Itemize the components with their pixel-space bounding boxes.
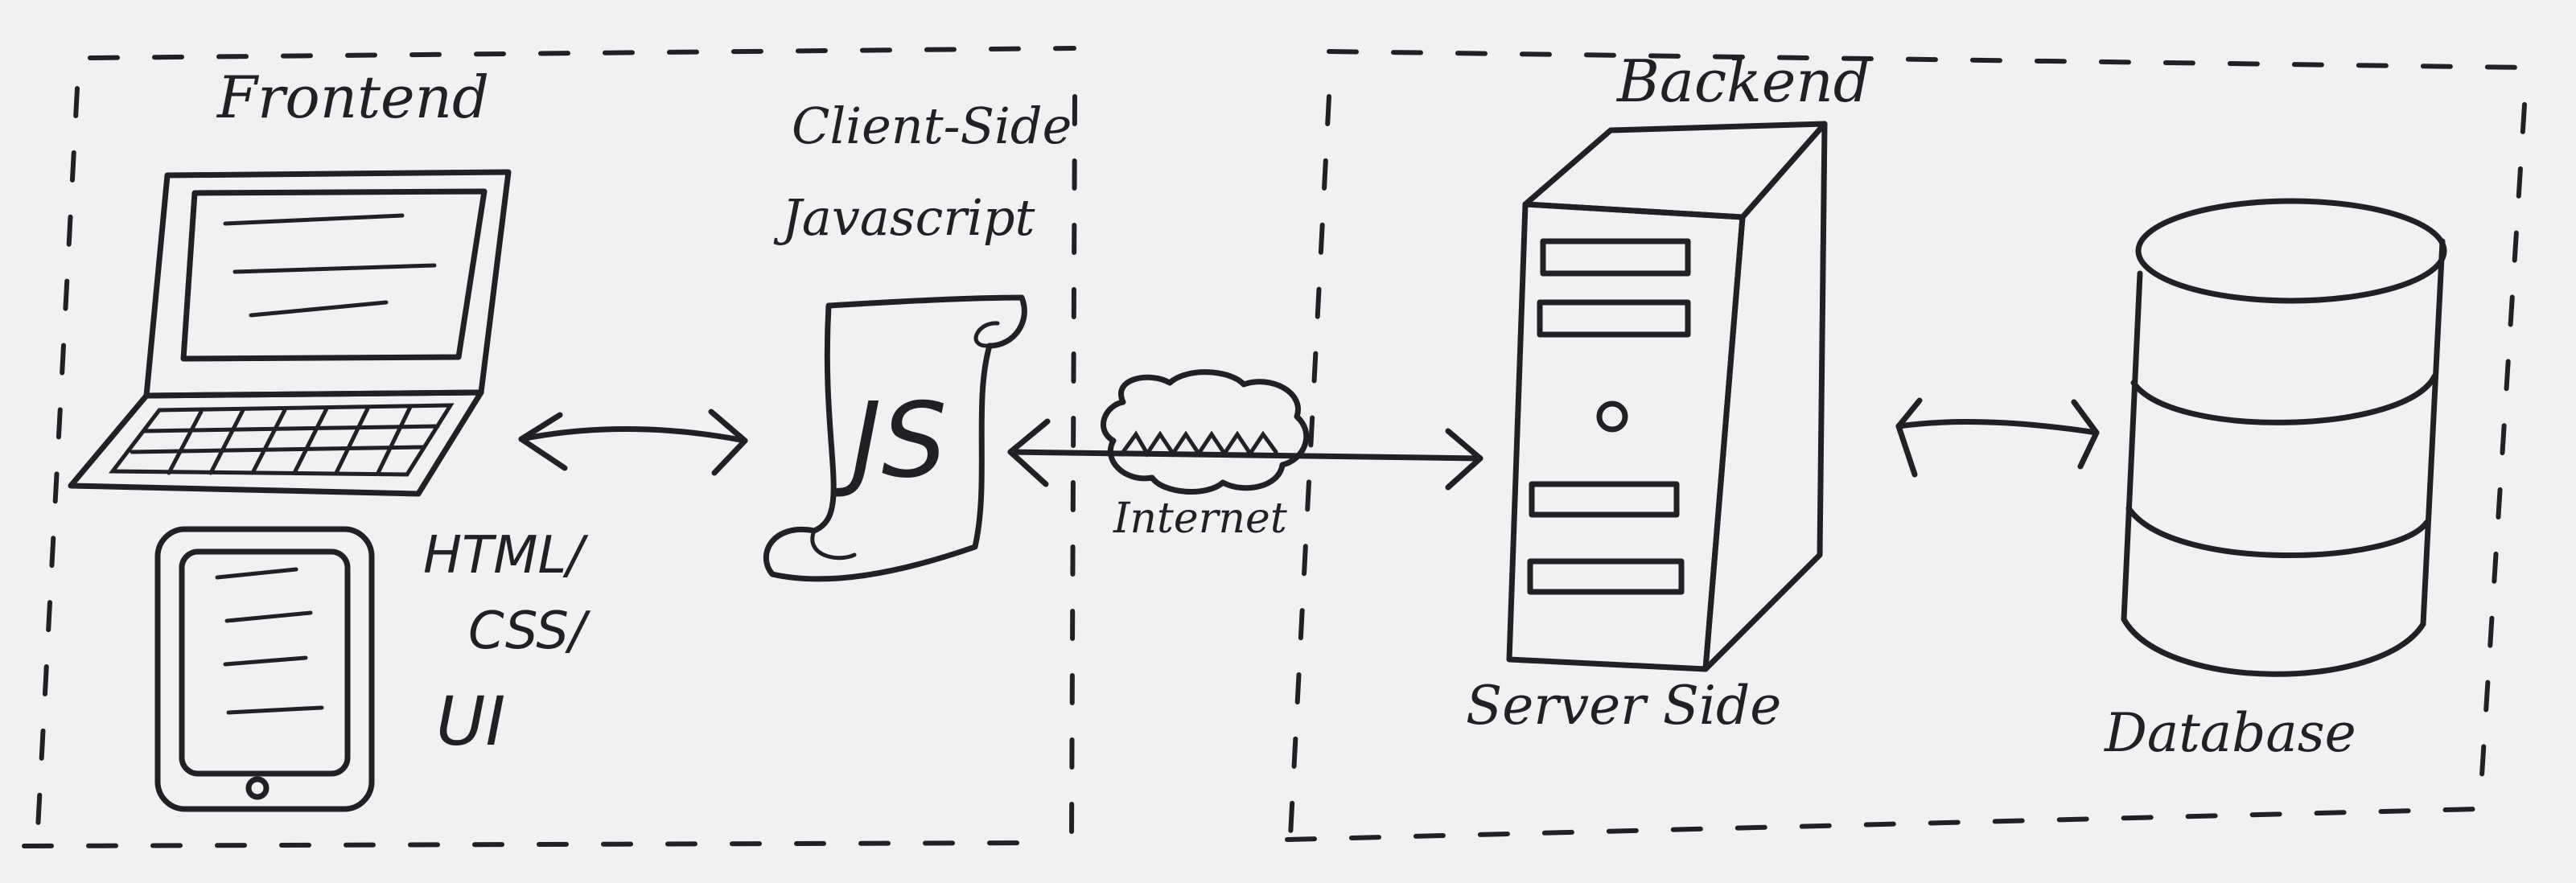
database-cylinder-icon [2121,198,2447,677]
arrow-server-database [1895,397,2100,478]
ui-label: UI [436,682,505,761]
backend-label: Backend [1615,47,1870,115]
js-badge: JS [834,381,947,501]
frontend-boundary [22,46,1077,848]
arrow-js-server [1007,418,1483,491]
javascript-label: Javascript [773,188,1035,247]
frontend-label: Frontend [216,64,489,131]
client-side-label: Client-Side [792,97,1072,155]
tablet-icon [154,526,375,812]
server-side-label: Server Side [1466,675,1781,737]
database-label: Database [2104,702,2356,764]
arrow-frontend-js [518,409,748,476]
internet-cloud-icon [1101,369,1310,495]
laptop-icon [68,169,512,497]
css-label: CSS/ [468,602,591,661]
server-tower-icon [1506,121,1828,672]
backend-boundary [1285,49,2529,842]
javascript-scroll-icon [763,294,1027,582]
html-label: HTML/ [423,526,589,585]
internet-label: Internet [1113,495,1287,543]
